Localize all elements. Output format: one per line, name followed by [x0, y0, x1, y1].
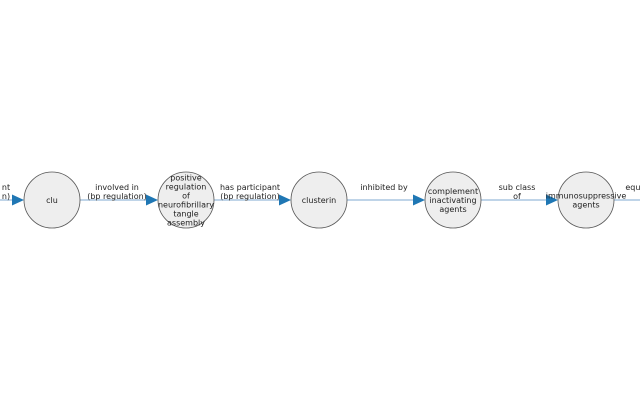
arrow-head	[146, 194, 158, 206]
edge-label-line: nt	[2, 183, 10, 192]
arrow-head	[546, 194, 558, 206]
node-circle[interactable]	[290, 171, 348, 229]
node-label-line: of	[182, 192, 190, 201]
edge-label: equi	[625, 183, 640, 192]
edge-label-line: has participant	[220, 183, 280, 192]
node-label-line: inactivating	[429, 196, 476, 205]
node-label-line: assembly	[167, 219, 205, 228]
node-label-line: tangle	[173, 210, 198, 219]
edge-label-line: sub class	[499, 183, 536, 192]
node-label-line: neurofibrillary	[158, 201, 214, 210]
edge-1: involved in(bp regulation)	[80, 183, 158, 206]
edge-label-line: involved in	[95, 183, 139, 192]
edge-label-line: of	[513, 192, 521, 201]
node-label: clusterin	[302, 196, 337, 205]
node-circle[interactable]	[424, 171, 482, 229]
edge-label-line: n)	[2, 192, 10, 201]
edge-label-line: (bp regulation)	[220, 192, 280, 201]
edge-label: has participant(bp regulation)	[220, 183, 280, 201]
arrow-head	[12, 194, 24, 206]
node-circle[interactable]	[557, 171, 615, 229]
node-label-line: clu	[46, 196, 58, 205]
node-label-line: immunosuppressive	[546, 192, 627, 201]
edge-label-line: (bp regulation)	[87, 192, 147, 201]
arrow-head	[413, 194, 425, 206]
node-circle[interactable]	[157, 171, 215, 229]
node-label-line: clusterin	[302, 196, 337, 205]
node-label-line: agents	[572, 201, 599, 210]
edge-5: equi	[614, 183, 640, 201]
edge-label-line: equi	[625, 183, 640, 192]
edge-3: inhibited by	[347, 183, 425, 206]
node-label-line: complement	[428, 187, 478, 196]
edge-label: involved in(bp regulation)	[87, 183, 147, 201]
node-clusterin[interactable]: clusterin	[290, 171, 348, 229]
edge-label-line: inhibited by	[360, 183, 408, 192]
arrow-head	[279, 194, 291, 206]
edge-label: inhibited by	[360, 183, 408, 192]
node-label-line: agents	[439, 205, 466, 214]
node-label-line: regulation	[166, 183, 207, 192]
node-label: clu	[46, 196, 58, 205]
node-clu[interactable]: clu	[23, 171, 81, 229]
node-circle[interactable]	[23, 171, 81, 229]
node-label-line: positive	[170, 174, 201, 183]
edge-2: has participant(bp regulation)	[214, 183, 291, 206]
